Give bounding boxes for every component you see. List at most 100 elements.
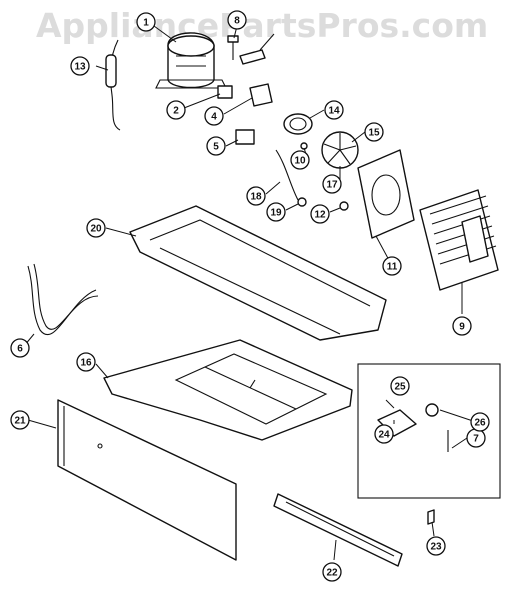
toe-panel	[57, 399, 237, 561]
evaporator	[419, 189, 499, 291]
filter-drier	[105, 39, 121, 131]
callout-11: 11	[382, 256, 402, 276]
callout-circle	[322, 174, 342, 194]
grommet-screw	[227, 35, 239, 60]
knob-part	[425, 403, 439, 417]
callout-10: 10	[290, 150, 310, 170]
callout-circle	[86, 218, 106, 238]
callout-circle	[324, 100, 344, 120]
callout-circle	[290, 150, 310, 170]
callout-17: 17	[322, 174, 342, 194]
callout-circle	[10, 410, 30, 430]
callout-13: 13	[70, 56, 90, 76]
callout-number: 25	[394, 382, 406, 393]
callout-circle	[382, 256, 402, 276]
callout-12: 12	[310, 204, 330, 224]
callout-6: 6	[10, 338, 30, 358]
drain-hose-edge	[33, 263, 99, 330]
drain-pan	[103, 339, 353, 441]
clip-part	[239, 49, 266, 65]
callout-circle	[227, 10, 247, 30]
relay-part	[217, 85, 233, 99]
callout-16: 16	[76, 352, 96, 372]
clip-23	[427, 509, 435, 525]
callout-circle	[322, 562, 342, 582]
watermark-text: AppliancePartsPros.com	[36, 6, 489, 45]
callout-7: 7	[466, 428, 486, 448]
callout-circle	[166, 100, 186, 120]
callout-circle	[70, 56, 90, 76]
callout-number: 13	[74, 62, 86, 73]
nut-part-2	[339, 201, 349, 211]
callout-number: 21	[14, 416, 26, 427]
callout-number: 26	[474, 418, 486, 429]
callout-5: 5	[206, 136, 226, 156]
callout-circle	[204, 106, 224, 126]
callout-circle	[246, 186, 266, 206]
callout-9: 9	[452, 316, 472, 336]
callout-number: 6	[17, 344, 23, 355]
callout-26: 26	[470, 412, 490, 432]
drain-hose	[27, 265, 97, 336]
callout-number: 18	[250, 192, 262, 203]
callout-circle	[390, 376, 410, 396]
callout-number: 4	[211, 112, 217, 123]
callout-number: 17	[326, 180, 338, 191]
callout-4: 4	[204, 106, 224, 126]
callout-circle	[374, 424, 394, 444]
bracket-part	[275, 149, 299, 201]
nut-part	[297, 197, 307, 207]
callout-circle	[206, 136, 226, 156]
callout-circle	[426, 536, 446, 556]
callout-8: 8	[227, 10, 247, 30]
callout-number: 12	[314, 210, 326, 221]
callout-number: 7	[473, 434, 479, 445]
overload-part	[249, 83, 273, 107]
callout-15: 15	[364, 122, 384, 142]
callout-number: 9	[459, 322, 465, 333]
fan-shroud	[357, 149, 415, 239]
switch-part	[235, 129, 255, 145]
callout-23: 23	[426, 536, 446, 556]
fan-blade	[321, 131, 359, 169]
callout-21: 21	[10, 410, 30, 430]
callout-25: 25	[390, 376, 410, 396]
callout-number: 2	[173, 106, 179, 117]
callout-20: 20	[86, 218, 106, 238]
callout-circle	[10, 338, 30, 358]
callout-number: 5	[213, 142, 219, 153]
callout-number: 1	[143, 18, 149, 29]
callout-circle	[364, 122, 384, 142]
callout-circle	[76, 352, 96, 372]
callout-19: 19	[266, 202, 286, 222]
callout-number: 14	[328, 106, 340, 117]
callout-14: 14	[324, 100, 344, 120]
callout-number: 20	[90, 224, 102, 235]
callout-number: 24	[378, 430, 390, 441]
callout-circle	[310, 204, 330, 224]
callout-24: 24	[374, 424, 394, 444]
callout-number: 15	[368, 128, 380, 139]
callout-22: 22	[322, 562, 342, 582]
callout-number: 11	[387, 262, 398, 273]
callout-number: 8	[234, 16, 240, 27]
callout-circle	[136, 12, 156, 32]
base-grille	[273, 493, 403, 567]
callout-number: 19	[270, 208, 282, 219]
callout-group: 1245678910111213141516171819202122232425…	[10, 10, 490, 582]
callout-circle	[452, 316, 472, 336]
compressor	[155, 32, 227, 89]
callout-number: 22	[326, 568, 338, 579]
leader-lines	[23, 25, 477, 561]
callout-1: 1	[136, 12, 156, 32]
callout-number: 23	[430, 542, 442, 553]
evaporator-cover	[129, 205, 387, 341]
callout-18: 18	[246, 186, 266, 206]
fan-motor	[283, 113, 313, 135]
callout-number: 16	[80, 358, 92, 369]
callout-circle	[470, 412, 490, 432]
callout-circle	[266, 202, 286, 222]
callout-2: 2	[166, 100, 186, 120]
